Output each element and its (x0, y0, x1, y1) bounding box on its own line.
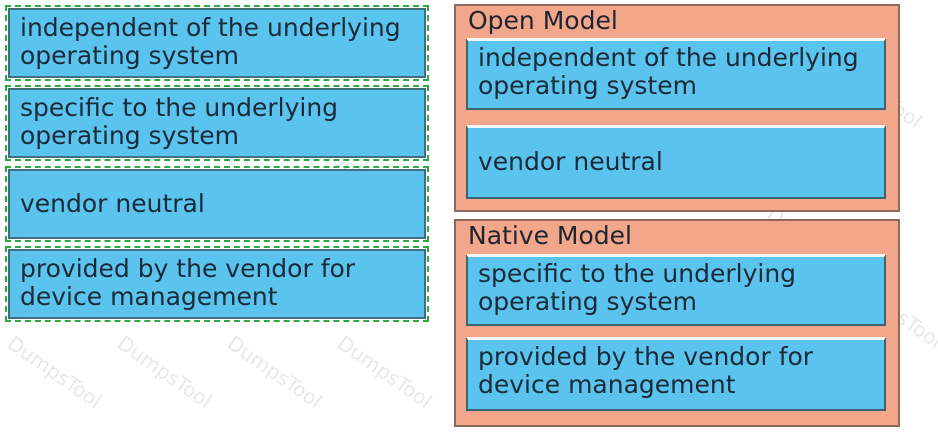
watermark-text: DumpsTool (113, 330, 217, 414)
target-title: Open Model (468, 6, 618, 35)
placed-item-label: specific to the underlying operating sys… (478, 259, 797, 316)
option-label: independent of the underlying operating … (20, 13, 401, 70)
target-native-model[interactable]: Native Model specific to the underlying … (454, 219, 900, 427)
option-specific-os[interactable]: specific to the underlying operating sys… (5, 85, 429, 161)
option-independent-os[interactable]: independent of the underlying operating … (5, 5, 429, 81)
watermark-text: DumpsTool (333, 330, 437, 414)
placed-item[interactable]: provided by the vendor for device manage… (466, 337, 886, 411)
option-vendor-neutral[interactable]: vendor neutral (5, 166, 429, 242)
placed-item-label: provided by the vendor for device manage… (478, 342, 814, 399)
target-open-model[interactable]: Open Model independent of the underlying… (454, 4, 900, 212)
target-title: Native Model (468, 221, 632, 250)
placed-item-label: vendor neutral (478, 147, 663, 176)
option-label: provided by the vendor for device manage… (20, 254, 356, 311)
option-vendor-provided[interactable]: provided by the vendor for device manage… (5, 246, 429, 322)
option-label: vendor neutral (20, 189, 205, 218)
placed-item[interactable]: vendor neutral (466, 125, 886, 199)
placed-item[interactable]: specific to the underlying operating sys… (466, 254, 886, 326)
option-label: specific to the underlying operating sys… (20, 93, 339, 150)
watermark-text: DumpsTool (3, 330, 107, 414)
placed-item-label: independent of the underlying operating … (478, 43, 859, 100)
watermark-text: DumpsTool (223, 330, 327, 414)
placed-item[interactable]: independent of the underlying operating … (466, 38, 886, 110)
